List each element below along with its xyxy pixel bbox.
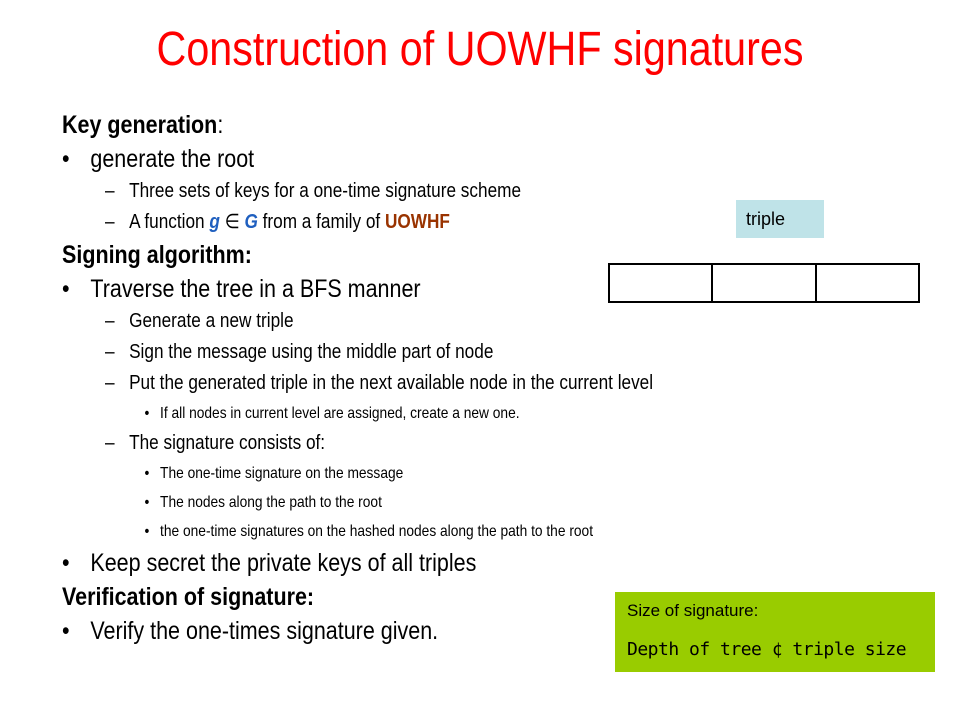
signature-size-formula: Depth of tree ¢ triple size [627,639,907,660]
bullet-generate-root: generate the root [62,142,802,176]
sub-function-g: A function g ∈ G from a family of UOWHF [62,207,802,238]
triple-cell-right [817,265,918,301]
sub-generate-triple: Generate a new triple [62,306,802,337]
signature-part-nodes: The nodes along the path to the root [62,488,802,517]
triple-cell-middle [713,265,817,301]
key-generation-heading-text: Key generation [62,111,218,139]
uowhf-term: UOWHF [384,211,450,233]
sub-signature-consists: The signature consists of: [62,428,802,459]
detail-create-new-node: If all nodes in current level are assign… [62,399,802,428]
signing-algorithm-heading: Signing algorithm: [62,241,252,269]
bullet-verify: Verify the one-times signature given. [62,614,802,648]
triple-diagram [608,263,920,303]
signature-part-hashed-nodes: the one-time signatures on the hashed no… [62,517,802,546]
verification-heading: Verification of signature: [62,583,315,611]
sub-function-prefix: A function [129,211,210,233]
signature-size-box: Size of signature: Depth of tree ¢ tripl… [615,592,935,672]
bullet-keep-secret: Keep secret the private keys of all trip… [62,546,802,580]
sub-sign-message: Sign the message using the middle part o… [62,337,802,368]
key-generation-colon: : [217,111,224,139]
element-of-symbol: ∈ [224,211,240,233]
G-family-symbol: G [244,211,258,233]
sub-three-sets-of-keys: Three sets of keys for a one-time signat… [62,176,802,207]
sub-function-mid: from a family of [257,211,385,233]
slide-body: Key generation: generate the root Three … [62,108,922,648]
triple-label: triple [736,200,824,238]
sub-put-triple: Put the generated triple in the next ava… [62,368,802,399]
slide-title: Construction of UOWHF signatures [156,23,804,76]
signature-part-one-time: The one-time signature on the message [62,459,802,488]
g-symbol: g [209,211,220,233]
signature-size-title: Size of signature: [627,601,759,620]
triple-cell-left [610,265,714,301]
bullet-traverse-tree: Traverse the tree in a BFS manner [62,272,802,306]
key-generation-heading: Key generation: [62,108,802,142]
